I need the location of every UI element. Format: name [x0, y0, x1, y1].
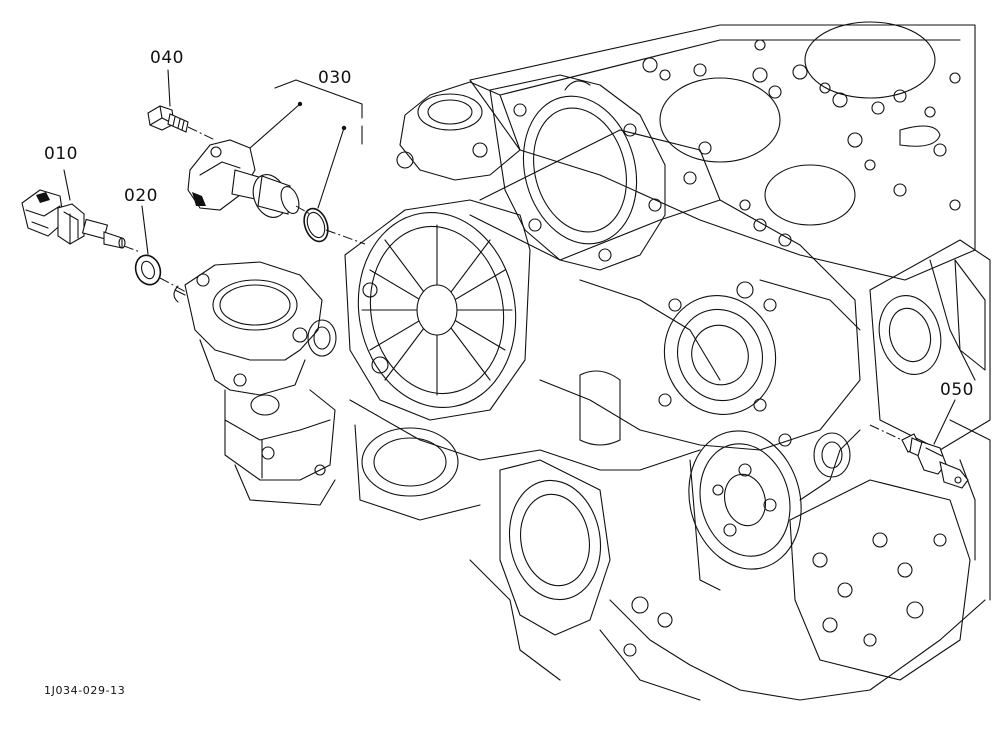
part-label-040[interactable]: 040 [150, 48, 184, 68]
part-020-washer [134, 254, 187, 293]
part-label-050[interactable]: 050 [940, 380, 974, 400]
engine-block [344, 21, 991, 701]
part-050-pressure-switch [869, 424, 969, 489]
part-040-bolt [147, 105, 216, 141]
diagram-reference-id: 1J034-029-13 [44, 684, 126, 697]
water-flange-housing [173, 261, 337, 506]
leader-lines [63, 69, 956, 445]
part-010-temperature-sensor [21, 189, 141, 253]
part-label-030[interactable]: 030 [318, 68, 352, 88]
part-label-010[interactable]: 010 [44, 144, 78, 164]
part-label-020[interactable]: 020 [124, 186, 158, 206]
part-030-speed-sensor [187, 139, 366, 245]
